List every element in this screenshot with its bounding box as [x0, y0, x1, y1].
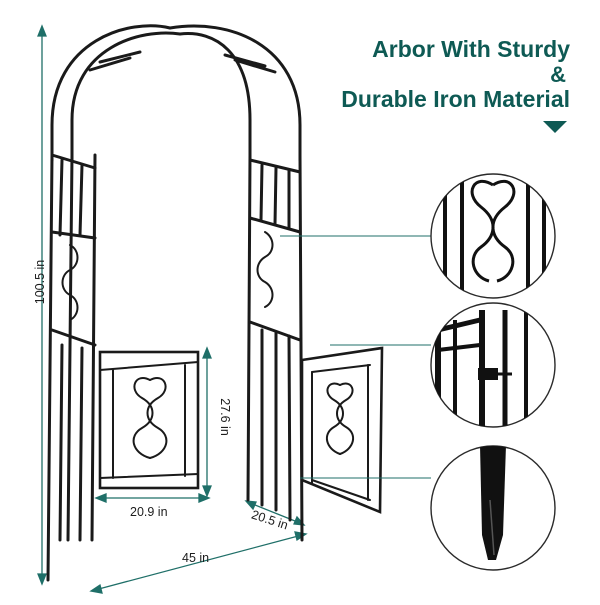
- arbor-frame: [46, 24, 384, 582]
- gate-latch-detail-icon: [430, 302, 556, 428]
- dimension-lines: [37, 24, 308, 594]
- headline-line-2: &: [550, 62, 566, 87]
- ground-stake-detail-icon: [430, 445, 556, 571]
- height-dimension-label: 100.5 in: [33, 259, 47, 305]
- detail-leader-lines: [280, 235, 431, 479]
- width-dimension-label: 45 in: [182, 551, 210, 565]
- gate-height-dimension-label: 27.6 in: [218, 398, 232, 436]
- gate-width-dimension-label: 20.9 in: [130, 505, 168, 519]
- headline-line-3: Durable Iron Material: [341, 86, 570, 112]
- headline-line-1: Arbor With Sturdy: [372, 36, 570, 62]
- headline-pointer-icon: [543, 121, 567, 133]
- scroll-ornament-detail-icon: [430, 173, 556, 299]
